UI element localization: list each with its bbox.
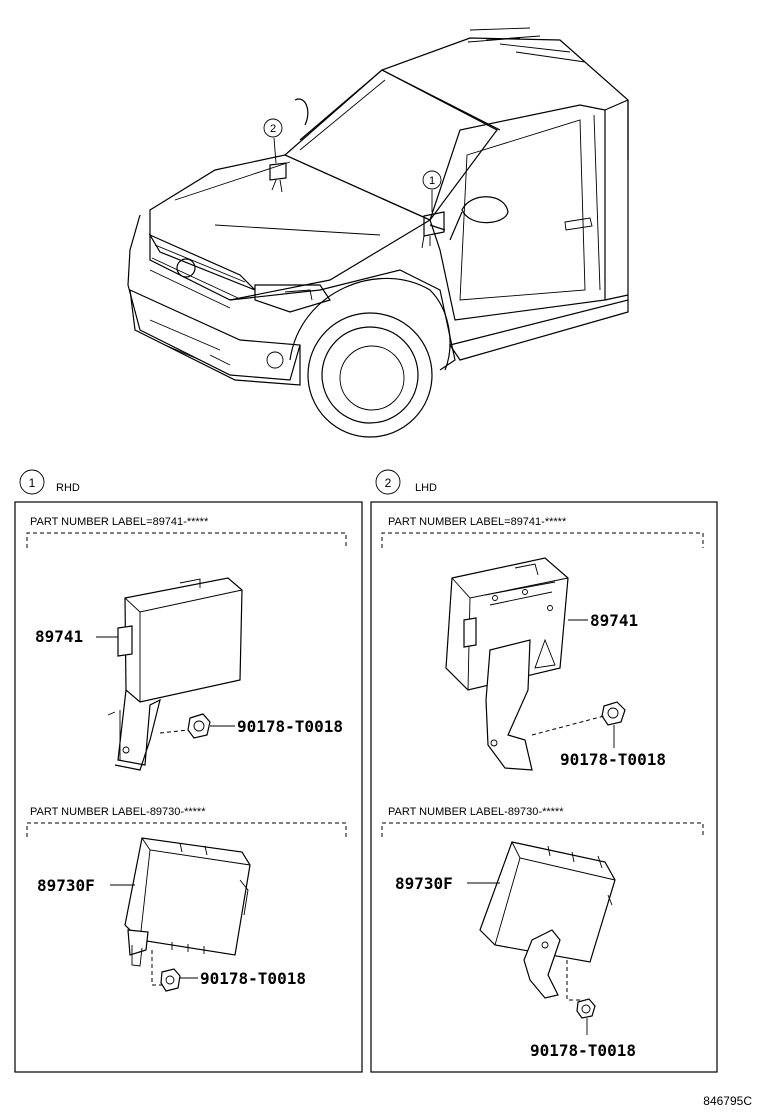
vehicle-callout-1-number: 1 (429, 175, 435, 187)
rhd-label-89730: PART NUMBER LABEL-89730-***** (30, 806, 206, 818)
rhd-label-89741: PART NUMBER LABEL=89741-***** (30, 516, 209, 528)
reference-code: 846795C (703, 1094, 752, 1108)
rhd-label-89741-bracket (26, 532, 347, 548)
rhd-callout-number: 1 (29, 476, 36, 490)
lhd-unit-89741 (445, 557, 569, 771)
lhd-label-89741: PART NUMBER LABEL=89741-***** (388, 516, 567, 528)
lhd-part-89730: 89730F (395, 874, 453, 893)
lhd-callout-number: 2 (385, 476, 392, 490)
lhd-label-89730-bracket (381, 822, 704, 837)
lhd-tag: LHD (415, 482, 437, 494)
lhd-label-89730: PART NUMBER LABEL-89730-***** (388, 806, 564, 818)
rhd-panel-frame (14, 501, 363, 1073)
lhd-nut-b-label: 90178-T0018 (530, 1041, 636, 1060)
lhd-nut-90178-b (576, 998, 596, 1019)
rhd-nut-b-label: 90178-T0018 (200, 969, 306, 988)
rhd-section-header: 1 RHD (19, 469, 80, 495)
vehicle-illustration (127, 27, 629, 438)
lhd-panel-frame (370, 501, 718, 1073)
rhd-part-89730: 89730F (37, 876, 95, 895)
rhd-nut-a-label: 90178-T0018 (237, 717, 343, 736)
lhd-nut-90178-a (601, 701, 626, 726)
rhd-label-89730-bracket (26, 822, 347, 837)
vehicle-callout-2: 2 (263, 118, 283, 138)
lhd-nut-a-label: 90178-T0018 (560, 750, 666, 769)
rhd-part-89741: 89741 (35, 627, 83, 646)
lhd-label-89741-bracket (381, 532, 704, 548)
rhd-unit-89741 (107, 577, 243, 771)
lhd-unit-89730 (479, 841, 616, 999)
rhd-nut-90178-a (187, 713, 211, 739)
lhd-part-89741: 89741 (590, 611, 638, 630)
lhd-panel: PART NUMBER LABEL=89741-***** 89741 9017… (370, 501, 718, 1073)
rhd-tag: RHD (56, 482, 80, 494)
rhd-panel: PART NUMBER LABEL=89741-***** 89741 9017… (14, 501, 363, 1073)
rhd-nut-90178-b (160, 968, 181, 992)
lhd-section-header: 2 LHD (375, 469, 437, 495)
rhd-unit-89730 (124, 837, 251, 967)
vehicle-callout-2-number: 2 (270, 123, 276, 135)
vehicle-callout-1: 1 (422, 170, 442, 190)
